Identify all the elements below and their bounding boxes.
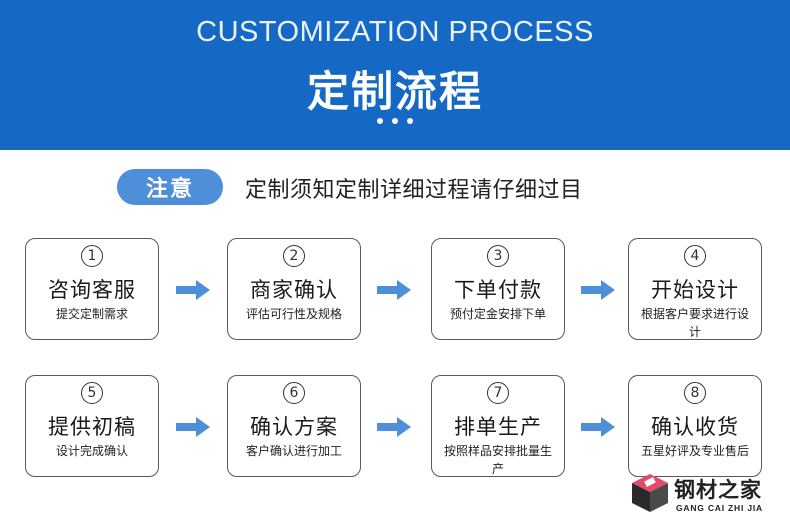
step-description: 按照样品安排批量生产: [443, 444, 552, 476]
step-number: 8: [684, 382, 706, 404]
cube-logo-icon: [632, 474, 668, 512]
step-card-8: 8 确认收货 五星好评及专业售后: [628, 375, 762, 477]
step-number: 3: [487, 245, 509, 267]
decorative-dots: [0, 118, 790, 124]
step-card-4: 4 开始设计 根据客户要求进行设计: [628, 238, 762, 340]
step-title: 确认方案: [250, 415, 338, 439]
step-number: 2: [283, 245, 305, 267]
step-card-6: 6 确认方案 客户确认进行加工: [227, 375, 361, 477]
step-title: 下单付款: [454, 278, 542, 302]
page-title: 定制流程: [306, 67, 483, 116]
step-card-3: 3 下单付款 预付定金安排下单: [431, 238, 565, 340]
step-number: 5: [81, 382, 103, 404]
arrow-right-icon: [581, 417, 615, 437]
step-description: 设计完成确认: [55, 444, 128, 458]
notice-badge: 注意: [117, 169, 223, 205]
step-card-1: 1 咨询客服 提交定制需求: [25, 238, 159, 340]
arrow-right-icon: [176, 417, 210, 437]
header-banner: CUSTOMIZATION PROCESS 定制流程: [0, 0, 790, 150]
step-number: 7: [487, 382, 509, 404]
step-title: 提供初稿: [48, 415, 136, 439]
brand-pinyin: GANG CAI ZHI JIA: [676, 503, 763, 513]
arrow-right-icon: [176, 280, 210, 300]
step-description: 评估可行性及规格: [245, 307, 342, 321]
step-description: 五星好评及专业售后: [640, 444, 749, 458]
step-title: 开始设计: [651, 278, 739, 302]
dot-icon: [407, 118, 413, 124]
step-description: 预付定金安排下单: [449, 307, 546, 321]
step-number: 6: [283, 382, 305, 404]
step-title: 排单生产: [454, 415, 542, 439]
step-card-5: 5 提供初稿 设计完成确认: [25, 375, 159, 477]
step-description: 根据客户要求进行设计: [640, 307, 749, 339]
title-english: CUSTOMIZATION PROCESS: [196, 16, 594, 48]
arrow-right-icon: [377, 417, 411, 437]
step-title: 确认收货: [651, 415, 739, 439]
step-title: 咨询客服: [48, 278, 136, 302]
step-number: 1: [81, 245, 103, 267]
step-description: 提交定制需求: [55, 307, 128, 321]
dot-icon: [377, 118, 383, 124]
arrow-right-icon: [581, 280, 615, 300]
step-card-7: 7 排单生产 按照样品安排批量生产: [431, 375, 565, 477]
brand-name: 钢材之家: [674, 478, 762, 502]
brand-logo: 钢材之家 GANG CAI ZHI JIA: [630, 472, 790, 522]
step-description: 客户确认进行加工: [245, 444, 342, 458]
dot-icon: [392, 118, 398, 124]
arrow-right-icon: [377, 280, 411, 300]
step-title: 商家确认: [250, 278, 338, 302]
notice-text: 定制须知定制详细过程请仔细过目: [245, 178, 583, 203]
step-number: 4: [684, 245, 706, 267]
step-card-2: 2 商家确认 评估可行性及规格: [227, 238, 361, 340]
